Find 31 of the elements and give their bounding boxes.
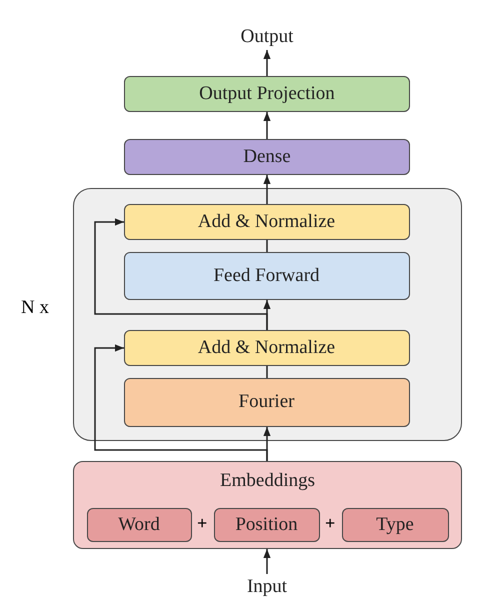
layer-label: Position xyxy=(234,514,299,536)
arrow xyxy=(263,50,271,76)
arrow xyxy=(263,112,271,139)
layer-label: Embeddings xyxy=(219,470,316,492)
input-label: Input xyxy=(232,574,302,600)
layer-label: Add & Normalize xyxy=(196,336,336,358)
layer-label: Word xyxy=(117,514,161,536)
word-embedding-box xyxy=(86,508,192,542)
arrow xyxy=(263,549,271,574)
add-normalize-box xyxy=(124,330,410,366)
fourier-box xyxy=(124,378,410,426)
plus-sign: + xyxy=(197,513,208,534)
type-embedding-box xyxy=(342,508,448,542)
output-label: Output xyxy=(227,24,307,50)
embeddings-block xyxy=(73,461,462,549)
add-normalize-box xyxy=(124,204,410,240)
feed-forward-box xyxy=(124,252,410,300)
dense-layer-box xyxy=(124,139,410,175)
arrow xyxy=(94,344,268,461)
projection-layer-box xyxy=(124,76,410,112)
layer-label: Output Projection xyxy=(198,83,336,105)
arrow xyxy=(263,175,271,204)
layer-label: Feed Forward xyxy=(212,264,321,286)
layer-label: Fourier xyxy=(238,391,296,413)
layer-label: Type xyxy=(375,514,415,536)
position-embedding-box xyxy=(214,508,320,542)
layer-label: Add & Normalize xyxy=(196,210,336,232)
plus-sign: + xyxy=(325,513,336,534)
repeat-count-label: N x xyxy=(21,297,49,319)
layer-label: Dense xyxy=(242,146,292,168)
arrow xyxy=(94,218,268,330)
